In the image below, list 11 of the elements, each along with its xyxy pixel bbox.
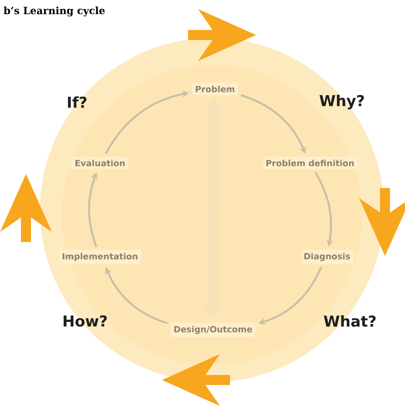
question-label: Why? (320, 94, 364, 110)
question-label: If? (68, 96, 86, 108)
question-label: How? (64, 315, 107, 327)
stage-box: Diagnosis (300, 250, 354, 264)
stage-box: Design/Outcome (170, 322, 256, 338)
title: b’s Learning cycle (4, 6, 105, 16)
stage-box: Implementation (58, 250, 142, 264)
stage-box: Problem definition (262, 156, 358, 170)
question-label: What? (324, 315, 376, 327)
stage-box: Evaluation (72, 156, 128, 170)
stage-box: Problem (192, 82, 238, 96)
